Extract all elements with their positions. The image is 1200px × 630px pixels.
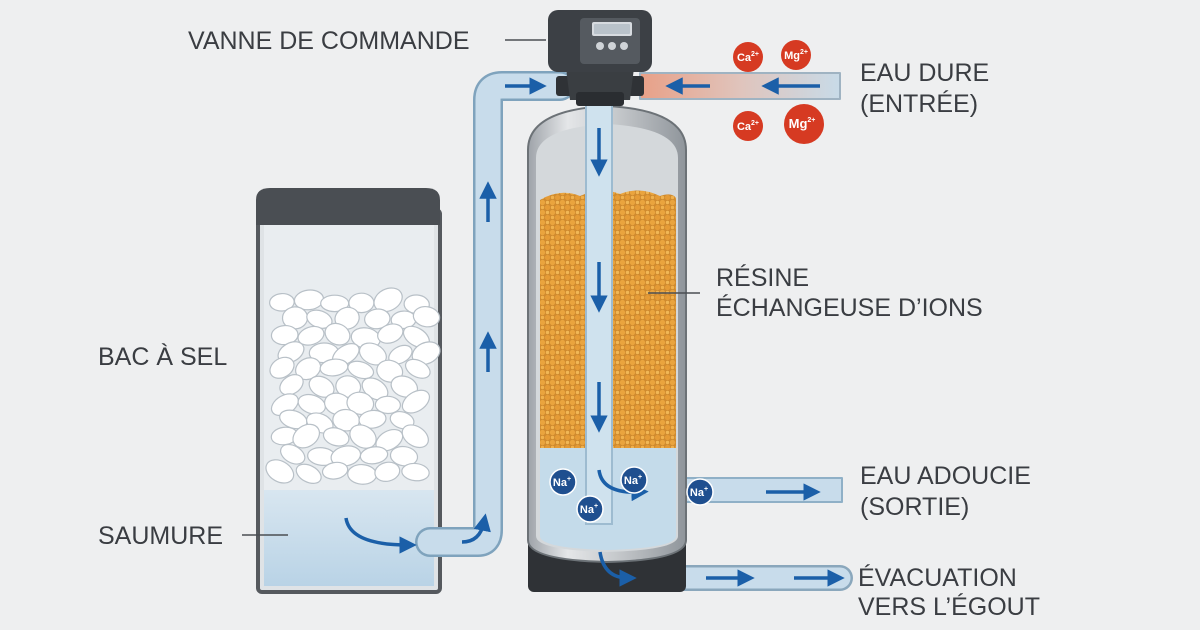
ion-sodium-4: Na+ [686, 478, 714, 506]
brine-liquid [264, 490, 434, 586]
svg-text:Ca2+: Ca2+ [737, 120, 759, 133]
ion-sodium-3: Na+ [576, 495, 604, 523]
salt-pellet-10 [364, 308, 391, 330]
label-resin-exchange: ÉCHANGEUSE D’IONS [716, 293, 983, 322]
flow-arrow-drain-curve [598, 551, 637, 587]
salt-pellet-58 [265, 459, 295, 484]
svg-text:Ca2+: Ca2+ [737, 51, 759, 64]
salt-pellet-46 [389, 410, 415, 430]
salt-pellet-9 [334, 306, 360, 330]
salt-pellet-5 [373, 287, 403, 313]
salt-pellet-62 [374, 461, 401, 482]
svg-text:Mg2+: Mg2+ [789, 116, 816, 131]
labels: VANNE DE COMMANDE EAU DURE (ENTRÉE) RÉSI… [98, 27, 1040, 621]
salt-pellet-28 [347, 360, 375, 380]
ion-calcium-1: Ca2+ [733, 42, 763, 72]
valve-button-3 [620, 42, 628, 50]
ion-calcium-2: Ca2+ [733, 111, 763, 141]
salt-tank [256, 188, 442, 594]
salt-pellets [265, 287, 441, 485]
ion-magnesium-1: Mg2+ [781, 40, 811, 70]
salt-pellet-14 [297, 325, 325, 346]
label-hard-water-inlet: (ENTRÉE) [860, 89, 978, 118]
label-drain-sewer: VERS L’ÉGOUT [858, 592, 1040, 621]
salt-pellet-15 [324, 322, 351, 346]
hard-water-ions: Ca2+ Mg2+ Ca2+ Mg2+ [733, 40, 824, 144]
label-control-valve: VANNE DE COMMANDE [188, 27, 470, 55]
salt-pellet-60 [321, 461, 349, 480]
salt-pellet-57 [389, 445, 419, 467]
sodium-ions: Na+ Na+ Na+ Na+ [549, 466, 714, 523]
salt-pellet-31 [279, 374, 304, 396]
label-soft-water: EAU ADOUCIE [860, 462, 1031, 490]
valve-display-screen [594, 24, 630, 34]
salt-pellet-45 [358, 409, 387, 429]
label-resin: RÉSINE [716, 263, 809, 292]
salt-pellet-55 [330, 445, 362, 467]
ion-sodium-1: Na+ [549, 468, 577, 496]
salt-pellet-49 [322, 427, 350, 447]
salt-pellet-30 [404, 358, 431, 379]
salt-pellet-12 [412, 305, 441, 328]
ion-sodium-2: Na+ [620, 466, 648, 494]
salt-pellet-39 [346, 391, 375, 415]
flow-arrow-brine-curve [461, 513, 491, 544]
valve-button-2 [608, 42, 616, 50]
flow-arrow-brine-out [344, 517, 417, 554]
svg-text:Mg2+: Mg2+ [784, 49, 808, 62]
resin-tank [527, 103, 687, 592]
salt-pellet-40 [374, 395, 401, 415]
salt-pellet-48 [292, 423, 321, 449]
leader-lines [242, 39, 700, 536]
svg-text:Na+: Na+ [624, 474, 642, 487]
label-salt-tank: BAC À SEL [98, 342, 227, 371]
svg-text:Na+: Na+ [553, 476, 571, 489]
salt-pellet-63 [401, 462, 430, 482]
salt-pellet-41 [401, 389, 431, 414]
salt-pellet-37 [297, 393, 327, 415]
control-valve [548, 10, 652, 106]
brine-pipe [417, 73, 573, 555]
label-brine: SAUMURE [98, 522, 223, 550]
salt-pellet-59 [295, 463, 322, 484]
salt-pellet-52 [401, 424, 429, 449]
salt-pellet-50 [349, 424, 377, 449]
label-hard-water: EAU DURE [860, 59, 989, 87]
salt-pellet-56 [359, 446, 389, 465]
valve-button-1 [596, 42, 604, 50]
svg-text:Na+: Na+ [690, 486, 708, 499]
label-soft-water-outlet: (SORTIE) [860, 493, 969, 521]
salt-pellet-17 [377, 323, 404, 344]
salt-tank-lid [256, 188, 440, 225]
valve-collar [576, 92, 624, 106]
svg-text:Na+: Na+ [580, 503, 598, 516]
salt-pellet-53 [280, 443, 306, 465]
ion-magnesium-2: Mg2+ [784, 104, 824, 144]
label-drain: ÉVACUATION [858, 563, 1017, 592]
salt-pellet-25 [269, 356, 295, 379]
